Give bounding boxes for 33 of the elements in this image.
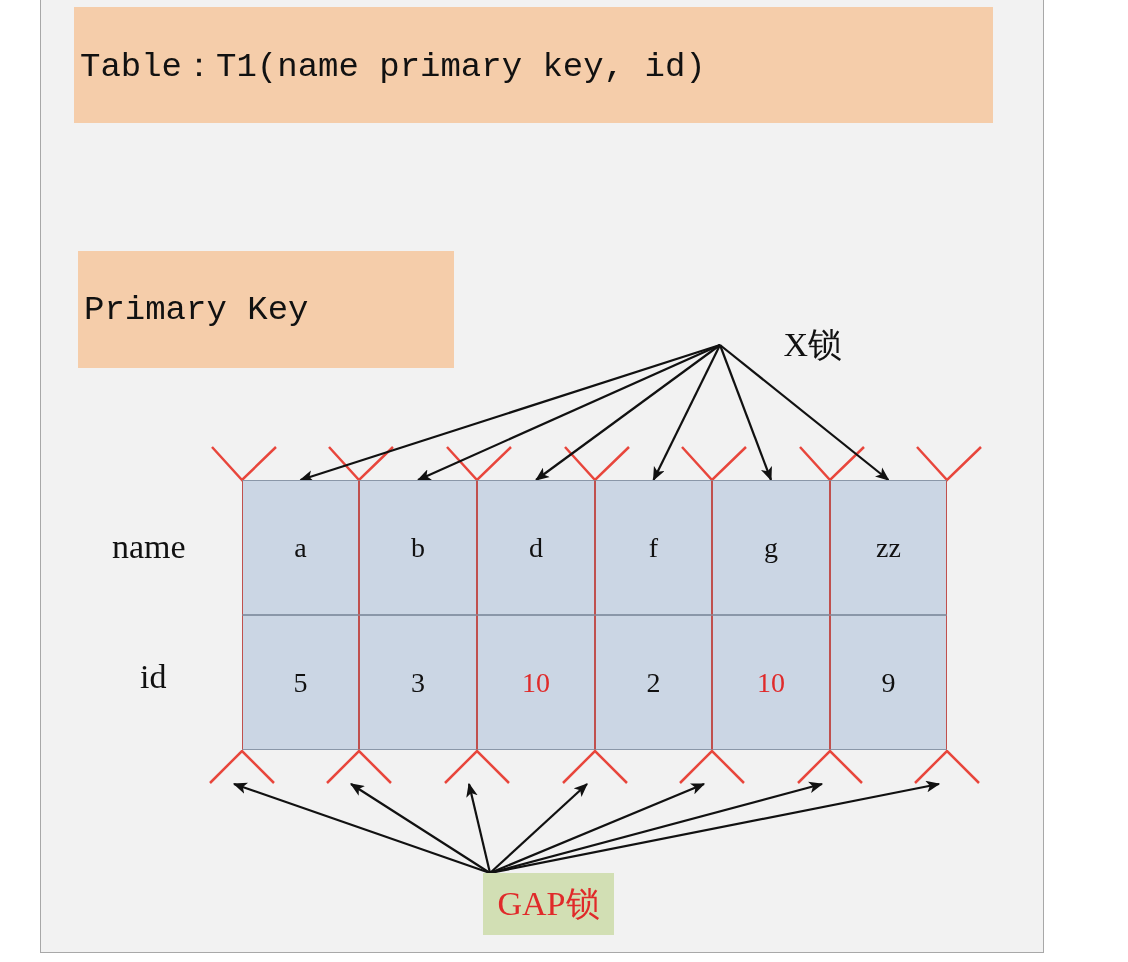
lock-mark — [444, 750, 510, 784]
row-label: name — [112, 527, 186, 567]
table-cell: 10 — [477, 615, 595, 750]
table-cell: zz — [830, 480, 947, 615]
lock-mark — [914, 750, 980, 784]
table-cell: g — [712, 480, 830, 615]
lock-mark — [209, 750, 275, 784]
arrow — [535, 344, 721, 481]
arrow — [466, 782, 492, 874]
lock-label: X锁 — [718, 322, 842, 368]
title-box: Table：T1(name primary key, id) — [74, 7, 993, 123]
lock-mark — [562, 750, 628, 784]
table-cell: a — [242, 480, 359, 615]
arrow — [489, 783, 588, 874]
arrow — [652, 344, 721, 482]
lock-mark — [679, 750, 745, 784]
row-label: id — [140, 657, 167, 697]
table-cell: 10 — [712, 615, 830, 750]
table-cell: 5 — [242, 615, 359, 750]
arrow — [718, 344, 773, 482]
table-cell: 3 — [359, 615, 477, 750]
table-cell: b — [359, 480, 477, 615]
table-cell: f — [595, 480, 712, 615]
table-cell: 9 — [830, 615, 947, 750]
arrow — [350, 783, 491, 874]
arrow — [719, 344, 890, 481]
title-box: Primary Key — [78, 251, 454, 368]
lock-mark — [326, 750, 392, 784]
table-cell: 2 — [595, 615, 712, 750]
lock-label: GAP锁 — [483, 873, 614, 935]
lock-mark — [797, 750, 863, 784]
arrow — [416, 344, 721, 481]
table-cell: d — [477, 480, 595, 615]
